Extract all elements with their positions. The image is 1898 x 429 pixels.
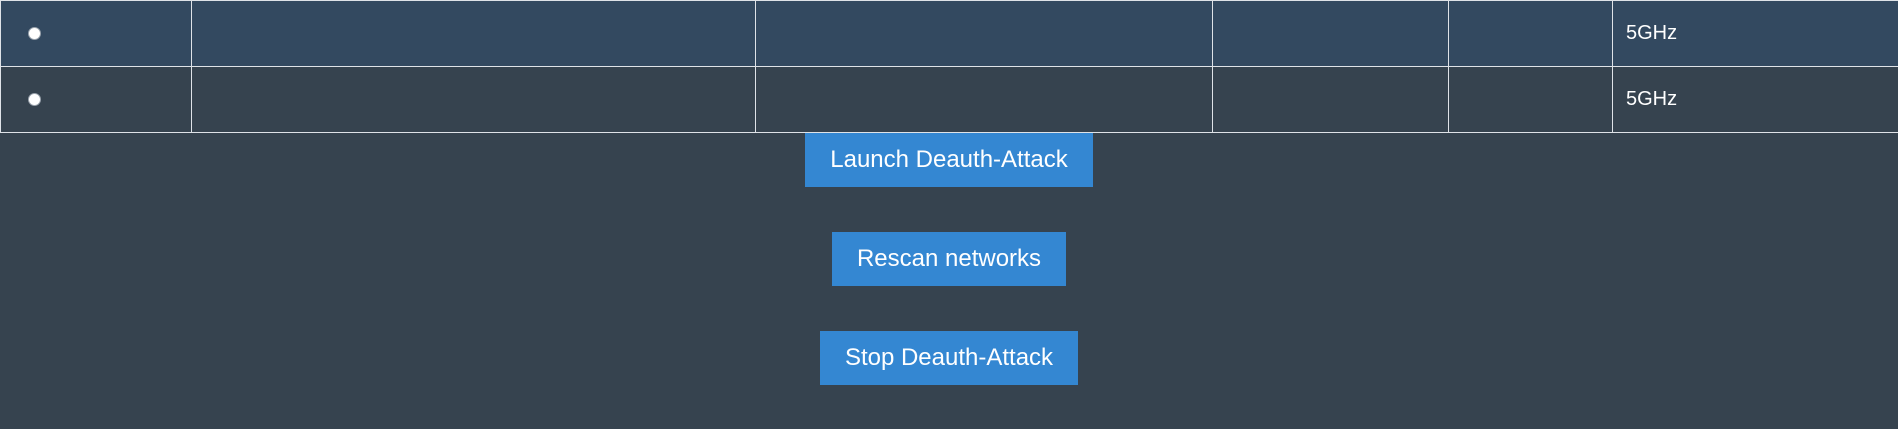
network-select-radio[interactable] (28, 27, 41, 41)
table-cell (755, 0, 1213, 67)
table-row[interactable]: 5GHz (0, 0, 1898, 67)
launch-deauth-attack-button[interactable]: Launch Deauth-Attack (805, 133, 1093, 187)
table-row[interactable]: 5GHz (0, 66, 1898, 133)
stop-deauth-attack-button[interactable]: Stop Deauth-Attack (819, 331, 1079, 385)
network-select-radio[interactable] (28, 93, 41, 107)
table-cell (191, 66, 756, 133)
select-cell (0, 0, 192, 67)
table-cell (755, 66, 1213, 133)
select-cell (0, 66, 192, 133)
table-cell (1448, 0, 1613, 67)
table-cell (191, 0, 756, 67)
band-cell: 5GHz (1612, 66, 1898, 133)
networks-table: 5GHz 5GHz (0, 0, 1898, 133)
rescan-networks-button[interactable]: Rescan networks (831, 232, 1067, 286)
band-cell: 5GHz (1612, 0, 1898, 67)
action-buttons: Launch Deauth-Attack Rescan networks Sto… (0, 133, 1898, 385)
table-cell (1212, 66, 1449, 133)
table-cell (1212, 0, 1449, 67)
table-cell (1448, 66, 1613, 133)
